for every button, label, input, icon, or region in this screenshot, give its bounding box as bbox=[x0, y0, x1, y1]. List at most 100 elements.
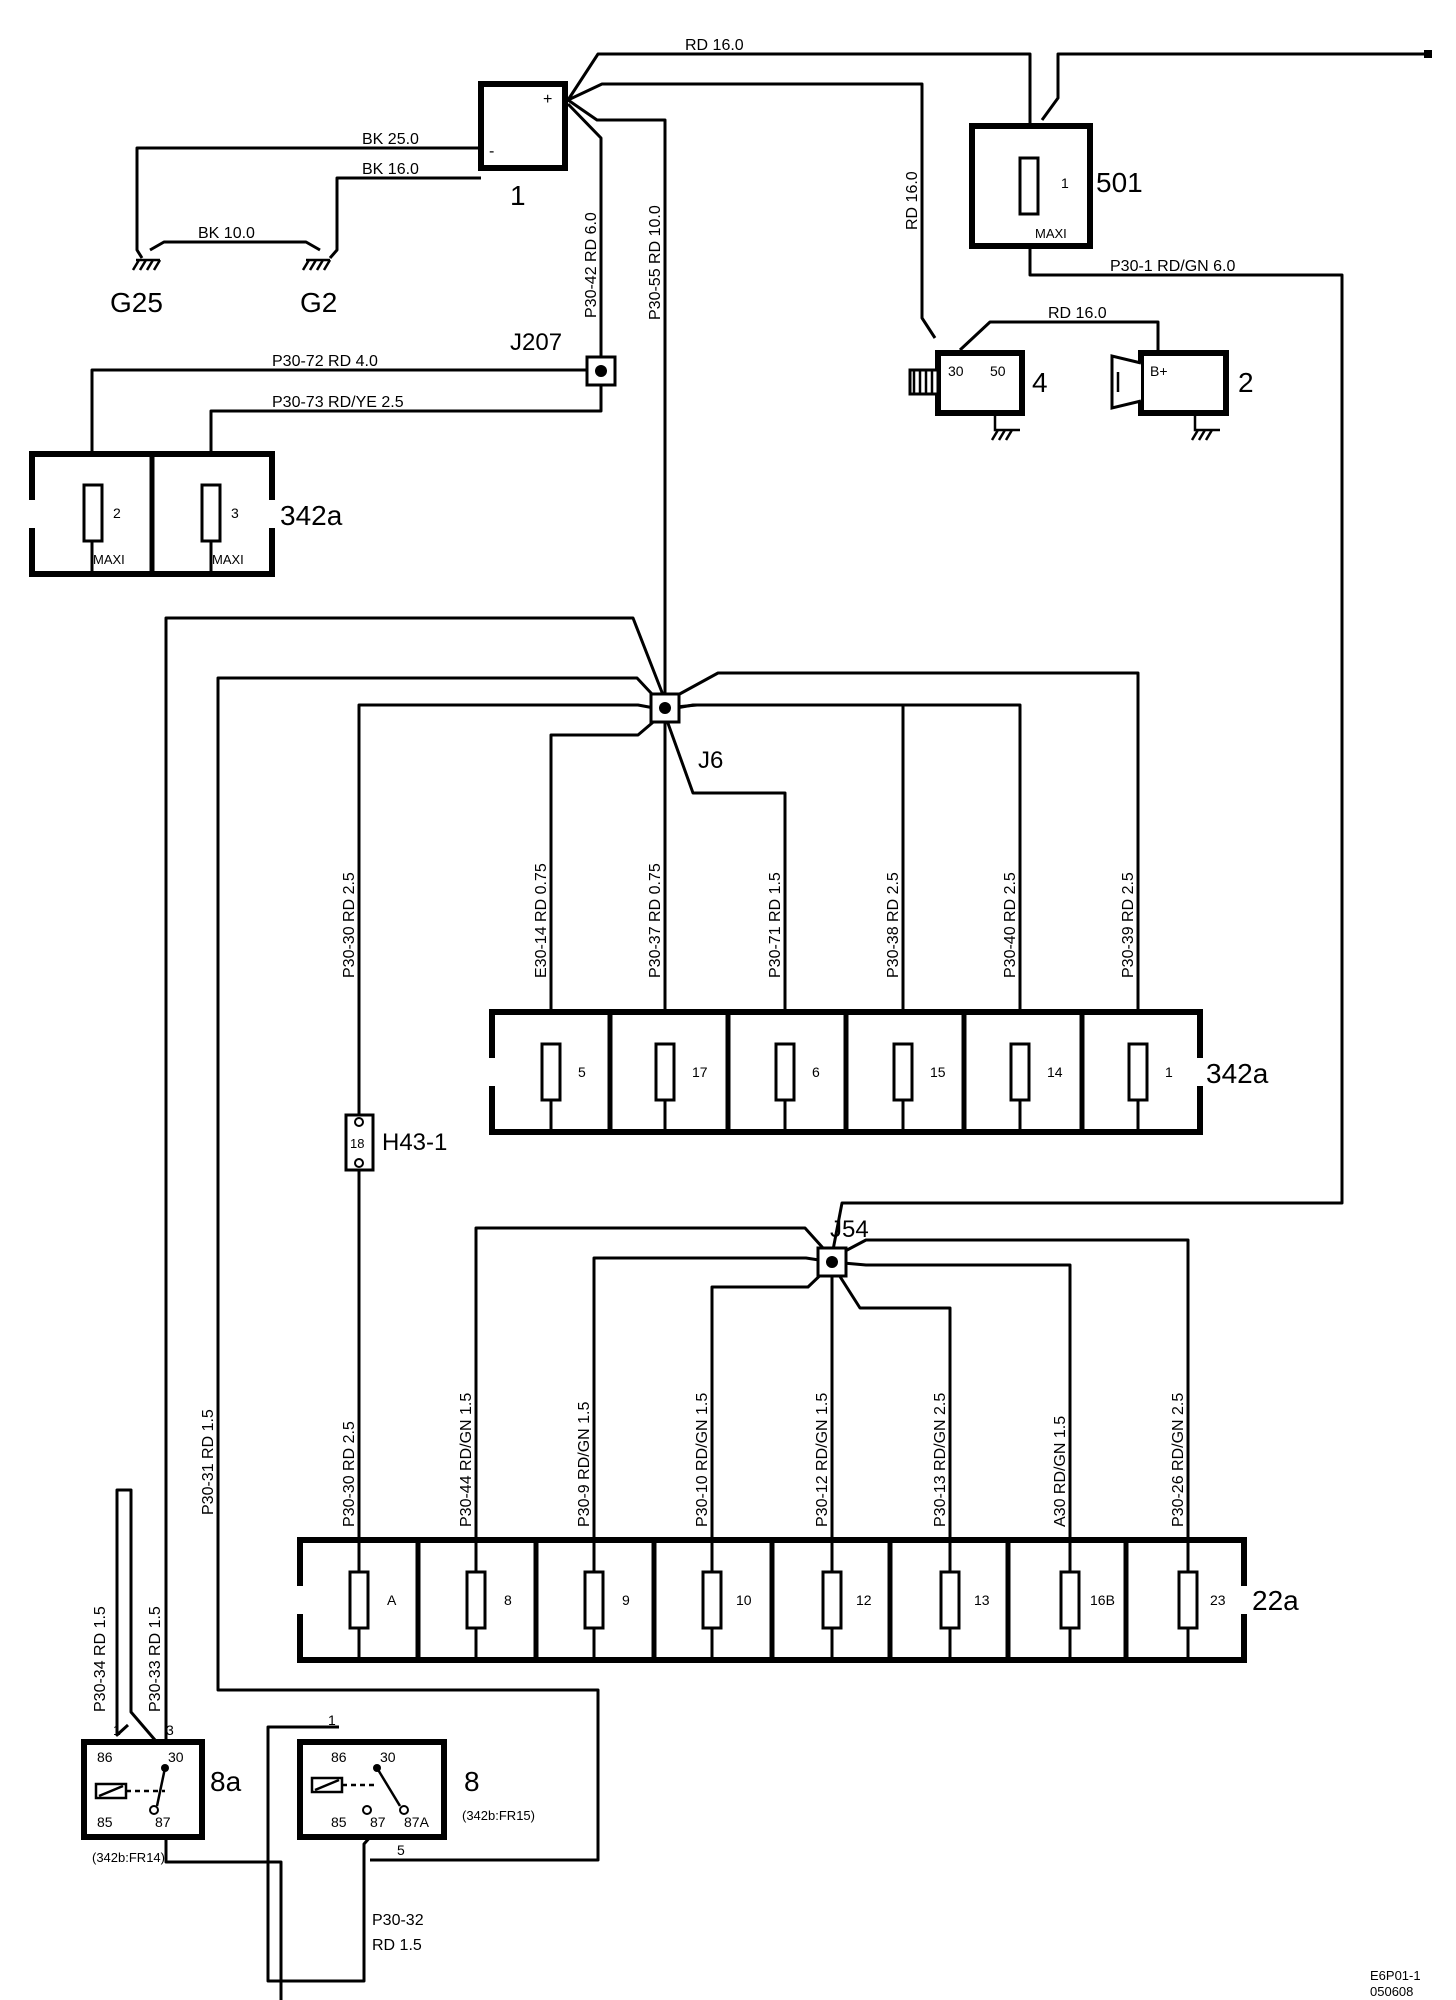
starter-motor: 30 50 4 bbox=[908, 350, 1048, 441]
connector-h43-1: 18 H43-1 bbox=[344, 1113, 447, 1172]
wire-p30-44 bbox=[474, 1226, 834, 1640]
wire-p30-39 bbox=[664, 671, 1140, 1070]
label-p30-33: P30-33 RD 1.5 bbox=[147, 1606, 164, 1712]
svg-text:3: 3 bbox=[166, 1722, 174, 1738]
fusebox-22a: A 8 9 10 12 13 16B 23 22a bbox=[296, 1537, 1299, 1663]
wire-p30-72 bbox=[90, 368, 600, 485]
svg-text:J207: J207 bbox=[510, 329, 562, 356]
label-p30-9: P30-9 RD/GN 1.5 bbox=[576, 1402, 593, 1527]
svg-text:5: 5 bbox=[397, 1842, 405, 1858]
svg-text:MAXI: MAXI bbox=[212, 552, 244, 567]
alternator: B+ 2 bbox=[1110, 350, 1254, 441]
fuse-22a-a bbox=[348, 1570, 370, 1630]
svg-text:30: 30 bbox=[380, 1749, 396, 1765]
ground-g2: G2 bbox=[300, 258, 337, 318]
svg-text:342a: 342a bbox=[280, 500, 343, 531]
wire-rd16-top bbox=[566, 52, 1032, 130]
wire-p30-42 bbox=[566, 102, 603, 360]
svg-text:23: 23 bbox=[1210, 1592, 1226, 1608]
svg-text:MAXI: MAXI bbox=[1035, 226, 1067, 241]
svg-text:6: 6 bbox=[812, 1064, 820, 1080]
fuse-342a-5 bbox=[540, 1042, 562, 1102]
svg-text:15: 15 bbox=[930, 1064, 946, 1080]
alternator-pulley-icon bbox=[1110, 354, 1142, 410]
fuse-22a-13 bbox=[939, 1570, 961, 1630]
label-p30-40: P30-40 RD 2.5 bbox=[1002, 872, 1019, 978]
label-p30-37: P30-37 RD 0.75 bbox=[647, 863, 664, 978]
wire-bk16 bbox=[328, 176, 481, 259]
wire-501-feed bbox=[1040, 52, 1428, 121]
battery: + - 1 bbox=[478, 81, 568, 211]
label-p30-42: P30-42 RD 6.0 bbox=[583, 212, 600, 318]
battery-plus: + bbox=[543, 91, 552, 108]
svg-text:85: 85 bbox=[331, 1814, 347, 1830]
fuse-342a-17 bbox=[654, 1042, 676, 1102]
svg-text:50: 50 bbox=[990, 363, 1006, 379]
label-rd16-starter: RD 16.0 bbox=[1048, 305, 1107, 322]
svg-text:MAXI: MAXI bbox=[93, 552, 125, 567]
svg-text:H43-1: H43-1 bbox=[382, 1129, 447, 1156]
label-top-rd16: RD 16.0 bbox=[685, 37, 744, 54]
fusebox-342a-middle: 5 17 6 15 14 1 342a bbox=[488, 1009, 1269, 1135]
svg-text:87A: 87A bbox=[404, 1814, 430, 1830]
svg-text:17: 17 bbox=[692, 1064, 708, 1080]
fuse-maxi-3 bbox=[200, 483, 222, 543]
label-p30-38: P30-38 RD 2.5 bbox=[885, 872, 902, 978]
label-p30-72: P30-72 RD 4.0 bbox=[272, 353, 378, 370]
svg-text:87: 87 bbox=[370, 1814, 386, 1830]
fuse-22a-23 bbox=[1177, 1570, 1199, 1630]
label-p30-13: P30-13 RD/GN 2.5 bbox=[932, 1393, 949, 1527]
svg-text:4: 4 bbox=[1032, 367, 1048, 398]
fuse-22a-9 bbox=[583, 1570, 605, 1630]
fuse-342a-6 bbox=[774, 1042, 796, 1102]
svg-text:30: 30 bbox=[168, 1749, 184, 1765]
svg-text:3: 3 bbox=[231, 505, 239, 521]
svg-text:(342b:FR15): (342b:FR15) bbox=[462, 1808, 535, 1823]
label-bk16: BK 16.0 bbox=[362, 161, 419, 178]
svg-text:1: 1 bbox=[1165, 1064, 1173, 1080]
svg-text:G2: G2 bbox=[300, 287, 337, 318]
svg-text:16B: 16B bbox=[1090, 1592, 1115, 1608]
main-fuse-501: 1 MAXI 501 bbox=[969, 123, 1143, 249]
svg-text:A: A bbox=[387, 1592, 397, 1608]
fuse-342a-15 bbox=[892, 1042, 914, 1102]
fusebox-342a-top: 2 3 MAXI MAXI 342a bbox=[28, 451, 343, 577]
label-p30-34: P30-34 RD 1.5 bbox=[92, 1606, 109, 1712]
svg-text:86: 86 bbox=[97, 1749, 113, 1765]
svg-text:8: 8 bbox=[504, 1592, 512, 1608]
label-p30-55: P30-55 RD 10.0 bbox=[647, 205, 664, 320]
label-p30-44: P30-44 RD/GN 1.5 bbox=[458, 1393, 475, 1527]
label-p30-71: P30-71 RD 1.5 bbox=[767, 872, 784, 978]
svg-text:18: 18 bbox=[350, 1136, 364, 1151]
wire-p30-13 bbox=[830, 1263, 952, 1640]
svg-text:050608: 050608 bbox=[1370, 1984, 1413, 1999]
label-p30-10: P30-10 RD/GN 1.5 bbox=[694, 1393, 711, 1527]
wire-p30-71 bbox=[663, 714, 787, 1070]
junction-j54: J54 bbox=[816, 1216, 869, 1278]
fuse-342a-14 bbox=[1009, 1042, 1031, 1102]
fuse-22a-8 bbox=[465, 1570, 487, 1630]
svg-text:30: 30 bbox=[948, 363, 964, 379]
fuse-22a-16b bbox=[1059, 1570, 1081, 1630]
svg-text:8: 8 bbox=[464, 1766, 480, 1797]
wire-rd16-starter-alt bbox=[958, 320, 1160, 352]
document-reference: E6P01-1 050608 bbox=[1370, 1968, 1421, 1999]
label-a30: A30 RD/GN 1.5 bbox=[1052, 1416, 1069, 1527]
relay-8: 1 5 86 30 85 87 87A 8 (342b:FR15) bbox=[297, 1712, 535, 1858]
svg-text:14: 14 bbox=[1047, 1064, 1063, 1080]
wire-relay8-loop bbox=[266, 1725, 374, 1983]
svg-text:9: 9 bbox=[622, 1592, 630, 1608]
label-p30-1: P30-1 RD/GN 6.0 bbox=[1110, 258, 1235, 275]
label-bk10: BK 10.0 bbox=[198, 225, 255, 242]
label-p30-39: P30-39 RD 2.5 bbox=[1120, 872, 1137, 978]
fuse-501-element bbox=[1018, 156, 1040, 216]
svg-text:2: 2 bbox=[1238, 367, 1254, 398]
battery-number: 1 bbox=[510, 180, 526, 211]
svg-text:86: 86 bbox=[331, 1749, 347, 1765]
relay-8a: 1 3 86 30 85 87 8a (342b:FR14) bbox=[81, 1722, 242, 1865]
wire-p30-26 bbox=[831, 1238, 1190, 1640]
svg-text:85: 85 bbox=[97, 1814, 113, 1830]
fuse-22a-10 bbox=[701, 1570, 723, 1630]
svg-text:B+: B+ bbox=[1150, 363, 1168, 379]
